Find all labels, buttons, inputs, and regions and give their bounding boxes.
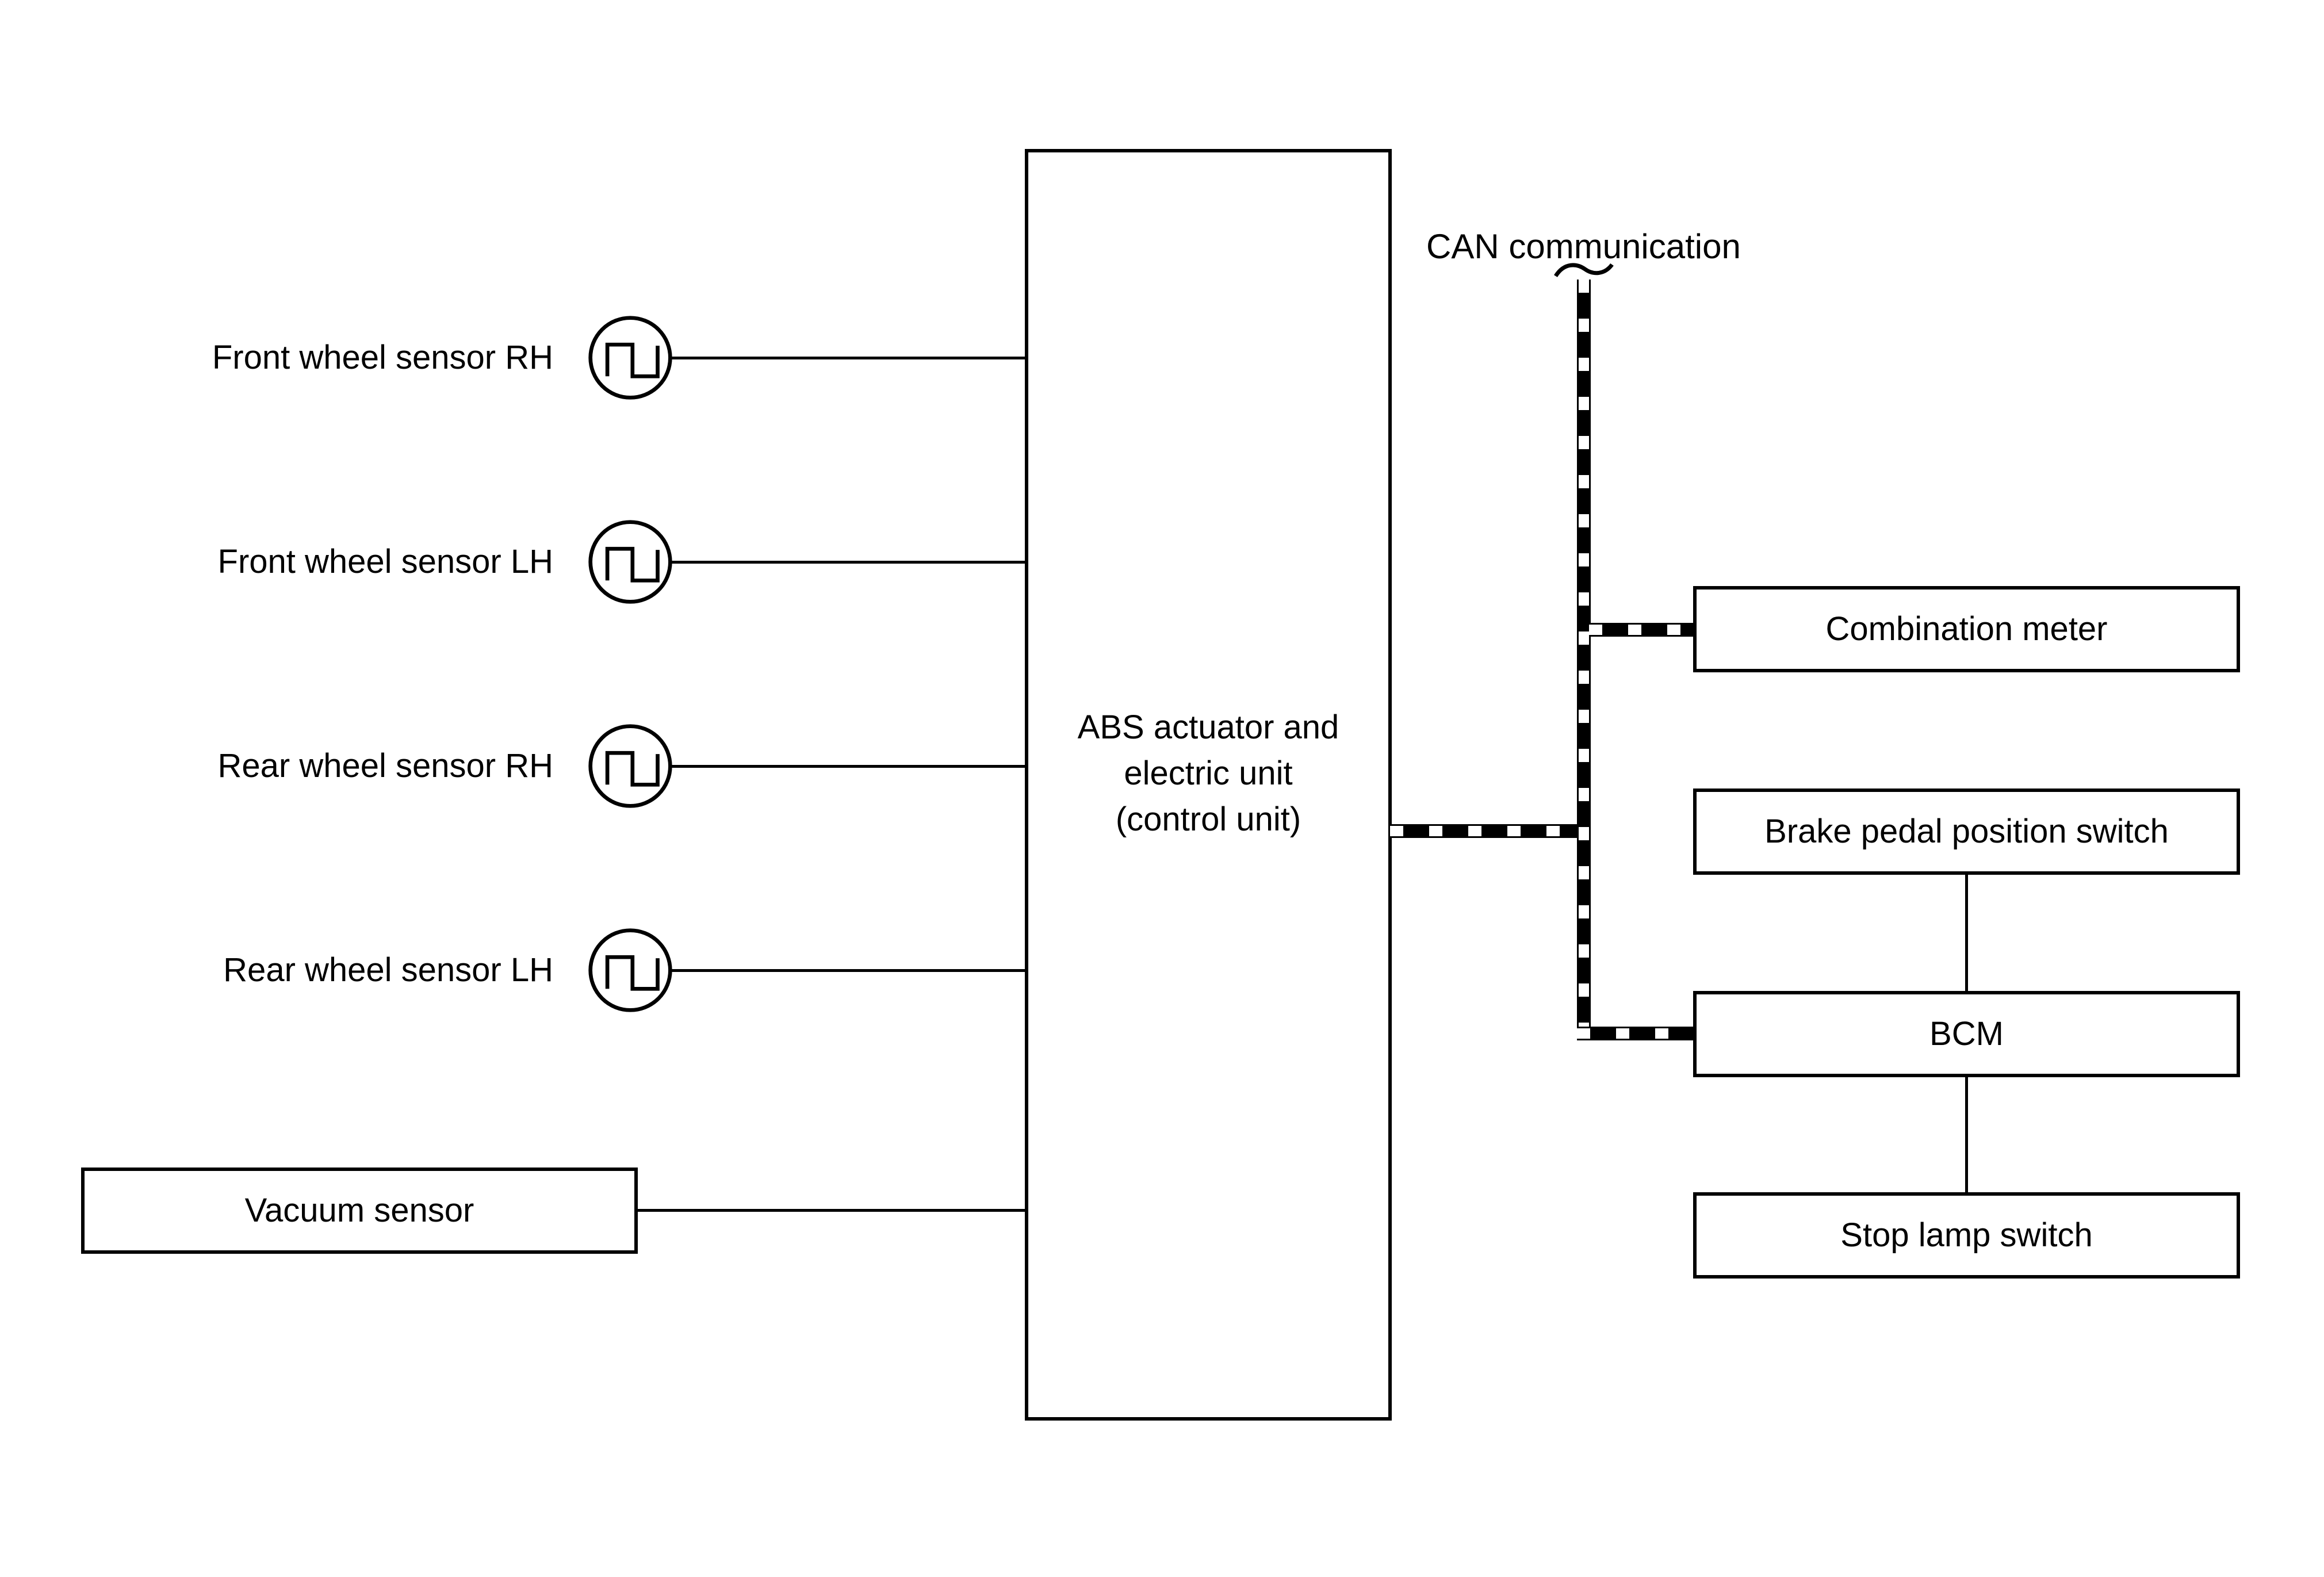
bcm-box: BCM xyxy=(1693,991,2240,1077)
sensor-wire xyxy=(672,357,1026,359)
sensor-label-rear-wheel-lh: Rear wheel sensor LH xyxy=(223,951,553,989)
pulse-signal-icon xyxy=(588,724,672,808)
sensor-wire xyxy=(672,969,1026,972)
bcm-label: BCM xyxy=(1929,1015,2004,1052)
pulse-signal-icon xyxy=(588,316,672,400)
brake-pedal-position-switch-box: Brake pedal position switch xyxy=(1693,789,2240,875)
pulse-signal-icon xyxy=(588,928,672,1012)
connector-bcm-to-stop-lamp xyxy=(1965,1076,1968,1193)
stop-lamp-switch-label: Stop lamp switch xyxy=(1840,1216,2093,1254)
combination-meter-box: Combination meter xyxy=(1693,586,2240,672)
sensor-label-rear-wheel-rh: Rear wheel sensor RH xyxy=(217,747,553,784)
vacuum-sensor-box: Vacuum sensor xyxy=(81,1168,638,1254)
sensor-wire xyxy=(672,561,1026,564)
stop-lamp-switch-box: Stop lamp switch xyxy=(1693,1192,2240,1279)
combination-meter-label: Combination meter xyxy=(1825,610,2108,648)
vacuum-sensor-label: Vacuum sensor xyxy=(244,1192,474,1229)
can-branch-abs xyxy=(1390,824,1579,838)
can-communication-label: CAN communication xyxy=(1426,227,1741,266)
abs-actuator-box: ABS actuator and electric unit (control … xyxy=(1025,149,1392,1421)
abs-actuator-label: ABS actuator and electric unit (control … xyxy=(1077,708,1339,838)
sensor-label-front-wheel-lh: Front wheel sensor LH xyxy=(217,543,553,580)
vacuum-sensor-wire xyxy=(638,1209,1026,1212)
connector-brake-to-bcm xyxy=(1965,874,1968,992)
pulse-signal-icon xyxy=(588,520,672,604)
bus-continuation-icon xyxy=(1554,263,1614,278)
sensor-wire xyxy=(672,765,1026,768)
brake-pedal-position-switch-label: Brake pedal position switch xyxy=(1764,813,2169,850)
sensor-label-front-wheel-rh: Front wheel sensor RH xyxy=(212,339,553,376)
can-branch-combination-meter xyxy=(1589,623,1695,637)
can-branch-bcm xyxy=(1577,1027,1695,1040)
can-bus-trunk xyxy=(1577,280,1591,1040)
